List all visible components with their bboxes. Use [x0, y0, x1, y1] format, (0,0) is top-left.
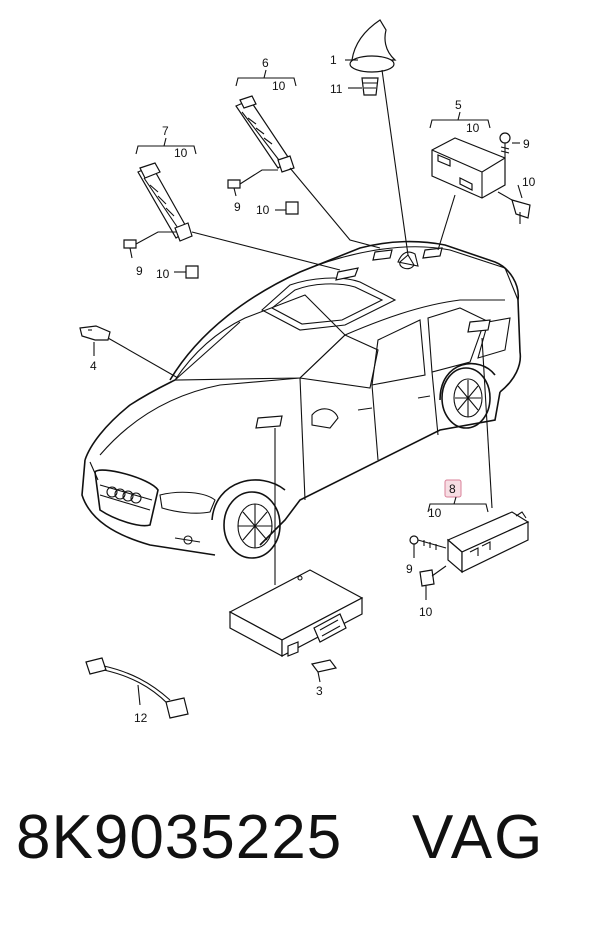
- module-part-3: [228, 428, 364, 683]
- part-number: 8K9035225: [16, 803, 343, 872]
- cable-part-12: [85, 657, 189, 719]
- label-part-4: [79, 325, 179, 379]
- parts-diagram: 1 11 5 10 9 10 6 10 9 10 7 10 9 10 4 8 1…: [79, 19, 536, 725]
- callout-9-part6: 9: [234, 200, 241, 214]
- callout-7: 7: [162, 124, 169, 138]
- callout-6-sub: 10: [272, 79, 286, 93]
- callout-8-sub: 10: [428, 506, 442, 520]
- callout-10-part8: 10: [419, 605, 433, 619]
- callout-4: 4: [90, 359, 97, 373]
- module-part-8: [409, 337, 530, 600]
- callout-3: 3: [316, 684, 323, 698]
- callout-8: 8: [449, 482, 456, 496]
- callout-10-part6: 10: [256, 203, 270, 217]
- callout-7-sub: 10: [174, 146, 188, 160]
- callout-5-sub: 10: [466, 121, 480, 135]
- roof-antenna-part: [345, 19, 415, 270]
- callout-11: 11: [330, 82, 343, 96]
- car-illustration: [81, 240, 522, 559]
- module-part-5: [429, 111, 531, 251]
- callout-5: 5: [455, 98, 462, 112]
- footer: 8K9035225 VAG: [0, 800, 600, 910]
- callout-6: 6: [262, 56, 269, 70]
- callout-10-part5: 10: [522, 175, 536, 189]
- callout-9-part8: 9: [406, 562, 413, 576]
- callout-8-highlight: [444, 479, 462, 498]
- callout-9-part5: 9: [523, 137, 530, 151]
- callout-9-part7: 9: [136, 264, 143, 278]
- callout-12: 12: [134, 711, 148, 725]
- brand-label: VAG: [412, 803, 545, 872]
- callout-1: 1: [330, 53, 337, 67]
- callout-10-part7: 10: [156, 267, 170, 281]
- module-part-7: [123, 137, 341, 279]
- module-part-6: [227, 69, 381, 249]
